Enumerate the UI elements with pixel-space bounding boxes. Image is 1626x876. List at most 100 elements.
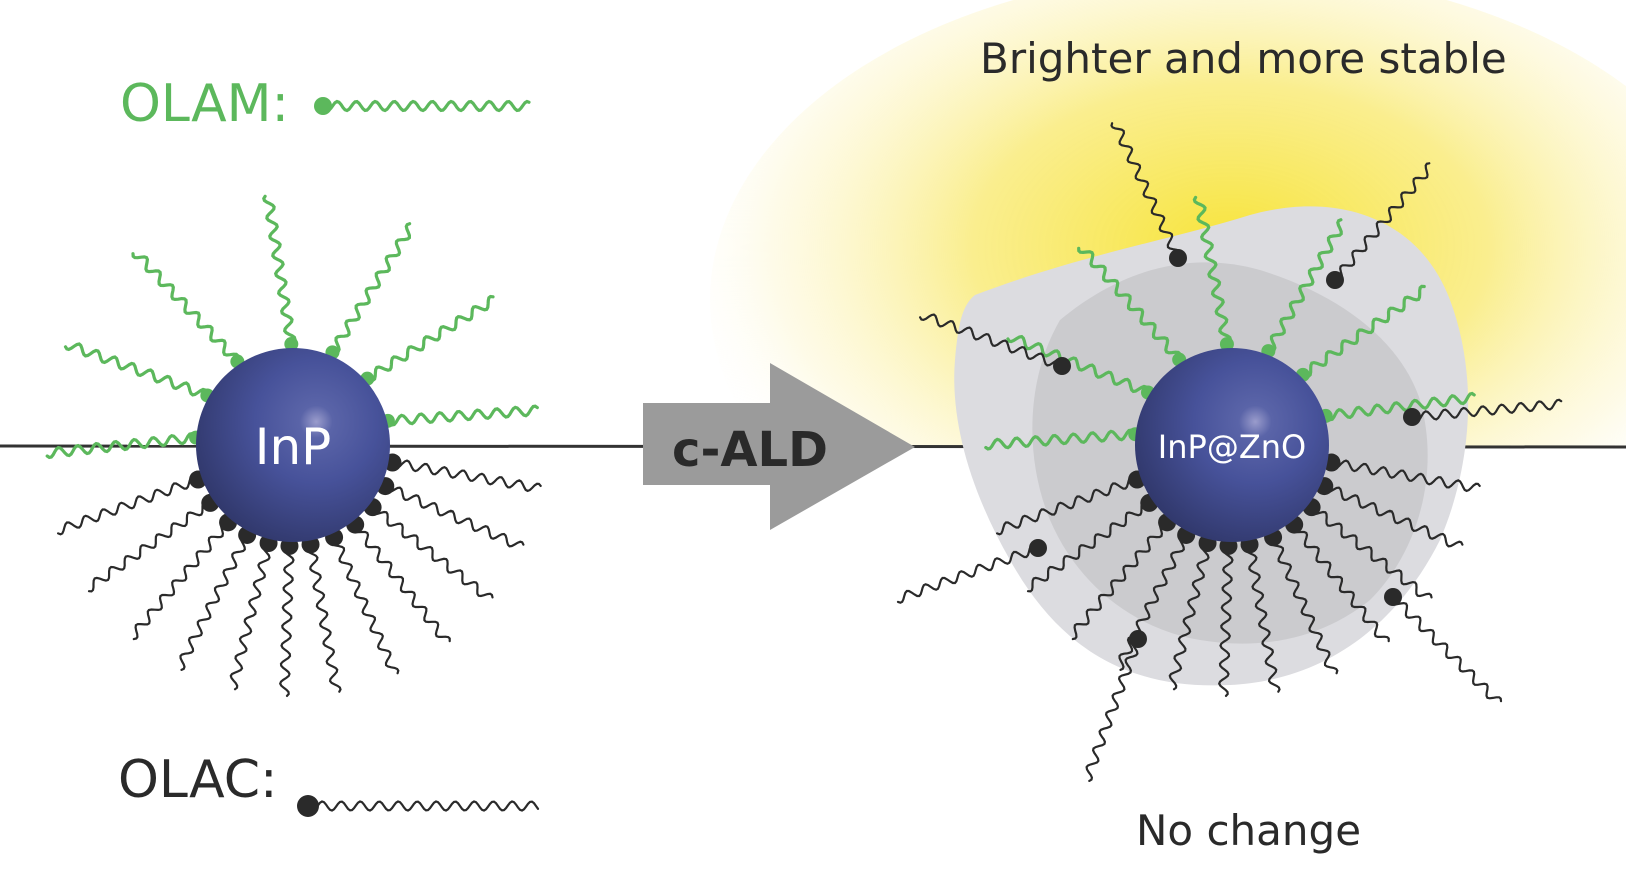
olam-legend-label: OLAM: bbox=[120, 74, 290, 134]
ligand-head bbox=[1384, 588, 1402, 606]
top-caption: Brighter and more stable bbox=[980, 34, 1507, 83]
inp-core-label: InP bbox=[255, 418, 332, 476]
inp-zno-core bbox=[1135, 348, 1329, 542]
c-ald-arrow[interactable]: c-ALD bbox=[643, 363, 915, 530]
ligand-tail bbox=[1217, 544, 1234, 697]
free-olac-ligand bbox=[1085, 630, 1147, 782]
ligand-tail bbox=[1118, 533, 1188, 671]
olam-ligand bbox=[262, 194, 299, 352]
bottom-caption: No change bbox=[1136, 806, 1362, 855]
ligand-tail bbox=[330, 222, 412, 354]
ligand-tail bbox=[919, 313, 1064, 368]
olac-legend-ligand bbox=[297, 795, 540, 817]
ligand-head bbox=[1326, 271, 1344, 289]
inp-particle: InP bbox=[196, 348, 390, 542]
ligand-tail bbox=[1026, 500, 1151, 593]
free-olac-ligand bbox=[1403, 398, 1563, 426]
ligand-tail bbox=[87, 500, 212, 593]
ligand-tail bbox=[1333, 162, 1431, 282]
olac-ligand bbox=[376, 477, 525, 548]
ligand-head bbox=[297, 795, 319, 817]
ligand-tail bbox=[45, 431, 198, 460]
ligand-tail bbox=[391, 459, 542, 493]
free-olac-ligand bbox=[1326, 162, 1431, 289]
ligand-tail bbox=[229, 541, 271, 691]
arrow-label: c-ALD bbox=[672, 422, 828, 478]
ligand-head bbox=[1169, 249, 1187, 267]
olam-ligand bbox=[1192, 195, 1234, 352]
ligand-tail bbox=[63, 342, 209, 398]
ligand-head bbox=[1053, 357, 1071, 375]
ligand-tail bbox=[131, 252, 240, 364]
ligand-tail bbox=[1323, 485, 1464, 548]
olam-ligand bbox=[45, 430, 204, 460]
ligand-tail bbox=[1006, 334, 1150, 395]
ligand-tail bbox=[365, 294, 495, 382]
ligand-head bbox=[314, 97, 332, 115]
legend-ligands bbox=[297, 97, 540, 817]
ligand-head bbox=[1129, 630, 1147, 648]
free-olac-ligand bbox=[1110, 122, 1187, 267]
free-olac-ligand bbox=[896, 539, 1047, 604]
ligand-tail bbox=[1085, 637, 1140, 782]
ligand-tail bbox=[984, 428, 1137, 451]
inp-zno-particle: InP@ZnO bbox=[1135, 348, 1329, 542]
ligand-tail bbox=[305, 543, 342, 693]
ligand-tail bbox=[1269, 536, 1339, 675]
ligand-tail bbox=[896, 544, 1040, 604]
ligand-tail bbox=[1301, 284, 1426, 378]
ligand-tail bbox=[1168, 541, 1210, 691]
olac-ligand bbox=[278, 536, 299, 697]
ligand-tail bbox=[353, 523, 451, 643]
ligand-tail bbox=[278, 544, 295, 697]
ligand-tail bbox=[1391, 595, 1503, 703]
ligand-tail bbox=[1324, 391, 1476, 422]
olac-ligand bbox=[383, 453, 542, 493]
ligand-tail bbox=[132, 520, 230, 641]
ligand-tail bbox=[1071, 520, 1169, 641]
ligand-tail bbox=[384, 485, 525, 548]
arrow-shape bbox=[643, 363, 915, 530]
ligand-tail bbox=[1330, 459, 1481, 493]
olac-ligand bbox=[229, 533, 278, 691]
ligand-tail bbox=[306, 800, 540, 812]
olac-ligand bbox=[87, 493, 220, 593]
ligand-tail bbox=[1110, 122, 1182, 260]
ligand-tail bbox=[371, 506, 494, 599]
olam-ligand bbox=[63, 342, 215, 403]
ligand-tail bbox=[1410, 398, 1563, 423]
olac-ligand bbox=[132, 513, 238, 641]
olac-ligand bbox=[325, 528, 400, 675]
ligand-head bbox=[1029, 539, 1047, 557]
olac-ligand bbox=[179, 525, 257, 671]
olam-legend-ligand bbox=[314, 97, 531, 115]
olam-ligand bbox=[131, 252, 245, 369]
ligand-tail bbox=[1077, 246, 1182, 362]
ligand-tail bbox=[1244, 543, 1281, 693]
ligand-tail bbox=[262, 194, 297, 346]
olac-legend-label: OLAC: bbox=[118, 750, 278, 810]
ligand-tail bbox=[1310, 506, 1433, 599]
ligand-tail bbox=[179, 533, 249, 671]
ligand-tail bbox=[57, 475, 200, 536]
ligand-head bbox=[1219, 337, 1234, 352]
free-olac-ligand bbox=[919, 313, 1071, 375]
ligand-tail bbox=[330, 536, 400, 675]
right-ligands bbox=[896, 122, 1563, 782]
ligand-tail bbox=[321, 99, 531, 113]
ligand-tail bbox=[386, 404, 539, 427]
inp-core bbox=[196, 348, 390, 542]
olam-ligand bbox=[380, 404, 539, 428]
ligand-tail bbox=[1266, 218, 1343, 353]
olam-ligand bbox=[325, 222, 412, 360]
ligand-head bbox=[284, 337, 299, 352]
ligand-tail bbox=[1292, 523, 1390, 643]
inp-zno-core-label: InP@ZnO bbox=[1158, 428, 1306, 466]
ligand-head bbox=[1403, 408, 1421, 426]
olam-ligand bbox=[360, 294, 495, 386]
olac-ligand bbox=[301, 535, 342, 693]
ligand-tail bbox=[996, 475, 1139, 536]
free-olac-ligand bbox=[1384, 588, 1503, 703]
olac-ligand bbox=[363, 498, 494, 599]
